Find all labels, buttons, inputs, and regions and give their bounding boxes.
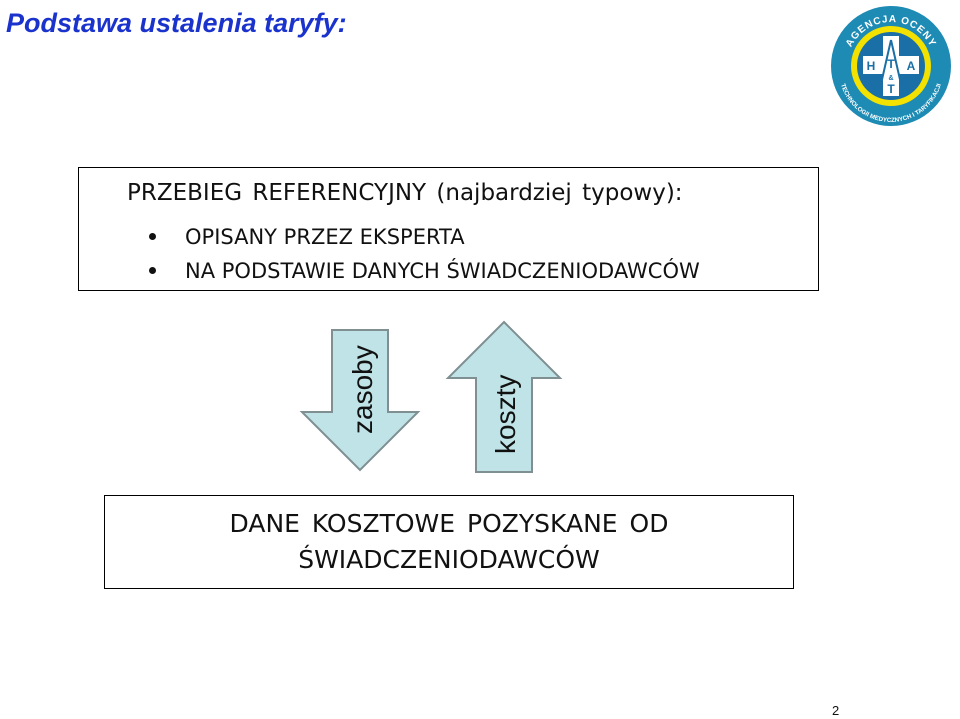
- up-arrow-label: koszty: [490, 375, 521, 454]
- down-arrow-icon: [299, 329, 421, 472]
- reference-path-heading: PRZEBIEG REFERENCYJNY (najbardziej typow…: [127, 180, 683, 206]
- down-arrow-label: zasoby: [347, 345, 378, 434]
- bullet-dot-icon: [149, 233, 156, 240]
- logo-ampersand: &: [888, 75, 893, 82]
- reference-path-bullets: OPISANY PRZEZ EKSPERTA NA PODSTAWIE DANY…: [149, 220, 700, 288]
- logo-compass-icon: [880, 39, 902, 85]
- logo-letter-t2: T: [887, 82, 895, 96]
- logo-letter-h: H: [867, 59, 876, 73]
- cost-data-line-2: ŚWIADCZENIODAWCÓW: [298, 545, 600, 574]
- page-title: Podstawa ustalenia taryfy:: [6, 8, 347, 38]
- bullet-item: OPISANY PRZEZ EKSPERTA: [149, 220, 700, 254]
- page-number: 2: [832, 703, 840, 718]
- cost-data-box: DANE KOSZTOWE POZYSKANE OD ŚWIADCZENIODA…: [104, 495, 794, 589]
- logo-letter-a: A: [907, 59, 916, 73]
- cost-data-line-1: DANE KOSZTOWE POZYSKANE OD: [229, 509, 669, 538]
- logo-letter-t1: T: [887, 57, 895, 71]
- bullet-text: OPISANY PRZEZ EKSPERTA: [185, 225, 465, 249]
- bullet-text: NA PODSTAWIE DANYCH ŚWIADCZENIODAWCÓW: [185, 259, 700, 283]
- hta-logo-icon: AGENCJA OCENY TECHNOLOGII MEDYCZNYCH I T…: [831, 6, 951, 126]
- bullet-dot-icon: [149, 267, 156, 274]
- reference-path-box: PRZEBIEG REFERENCYJNY (najbardziej typow…: [78, 167, 819, 291]
- up-arrow-icon: [445, 320, 563, 473]
- bullet-item: NA PODSTAWIE DANYCH ŚWIADCZENIODAWCÓW: [149, 254, 700, 288]
- logo-cross-icon: [863, 36, 919, 96]
- flow-arrows: zasoby koszty: [299, 320, 563, 473]
